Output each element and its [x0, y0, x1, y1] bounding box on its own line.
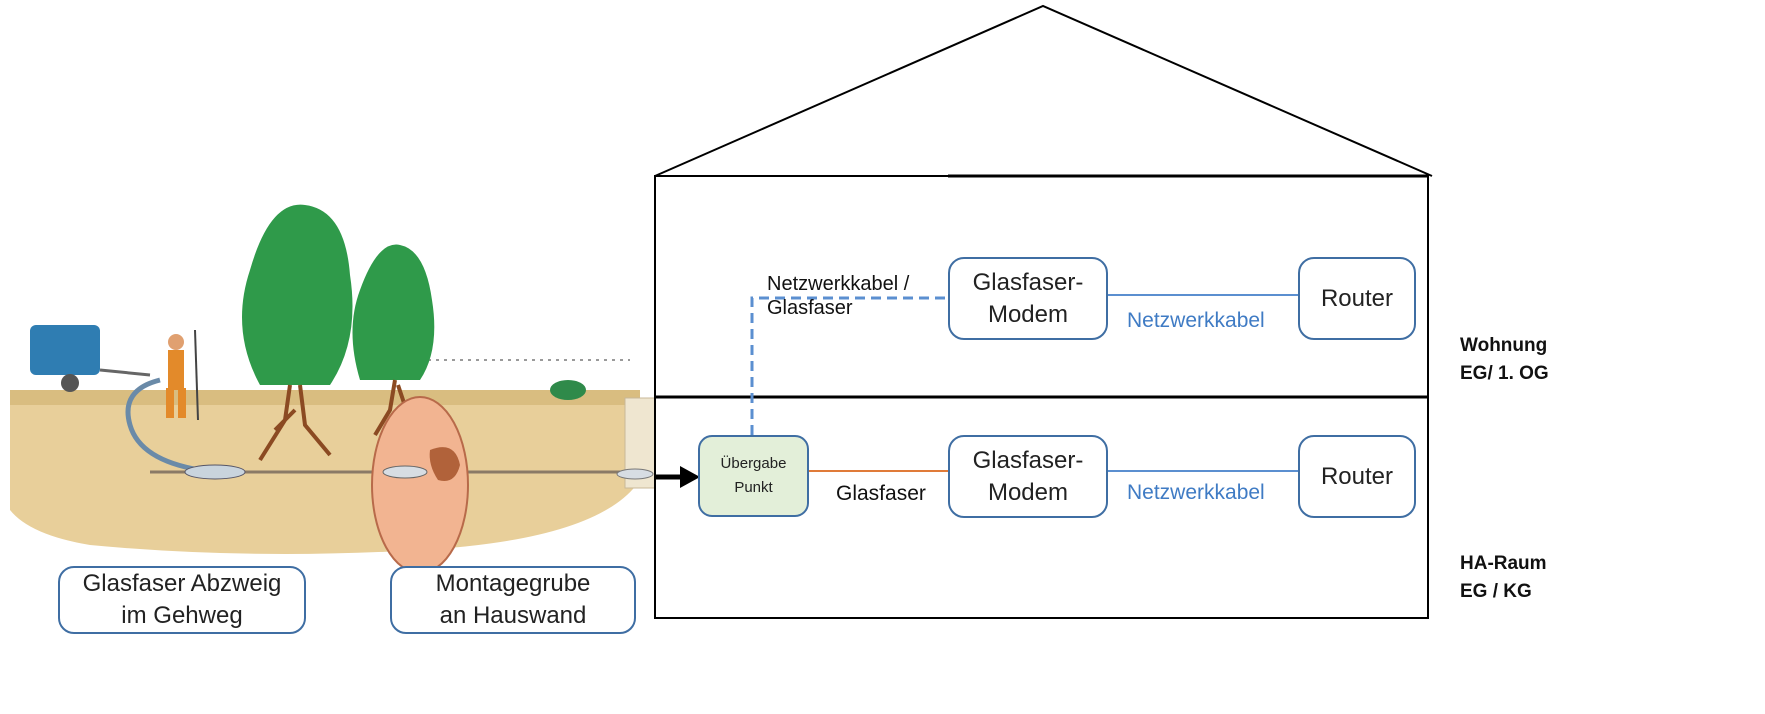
lower-floor-side-label: HA-Raum EG / KG: [1460, 553, 1547, 602]
entry-arrow-icon: [655, 466, 700, 488]
upper-router-label: Router: [1320, 284, 1394, 312]
upper-modem-box: Glasfaser- Modem: [948, 257, 1108, 340]
lower-link-label: Netzwerkkabel: [1127, 481, 1265, 504]
lower-modem-label: Glasfaser- Modem: [972, 446, 1084, 506]
cable-trailer-icon: [30, 325, 151, 392]
fiber-branch-box: Glasfaser Abzweig im Gehweg: [58, 566, 306, 634]
upper-cable-label: Netzwerkkabel / Glasfaser: [767, 273, 910, 319]
handover-point-box: Übergabe Punkt: [698, 435, 809, 517]
assembly-pit-label: Montagegrube an Hauswand: [435, 570, 591, 629]
installation-illustration: [0, 180, 740, 620]
upper-link-label: Netzwerkkabel: [1127, 309, 1265, 332]
upper-floor-side-label: Wohnung EG/ 1. OG: [1460, 335, 1549, 384]
fiber-branch-label: Glasfaser Abzweig im Gehweg: [82, 570, 282, 629]
fiber-label: Glasfaser: [836, 482, 926, 505]
lower-modem-box: Glasfaser- Modem: [948, 435, 1108, 518]
tree-icon: [242, 204, 353, 462]
house-roof: [654, 4, 1433, 177]
upper-modem-label: Glasfaser- Modem: [972, 268, 1084, 328]
assembly-pit-icon: [371, 396, 469, 574]
lower-router-box: Router: [1298, 435, 1416, 518]
worker-icon: [166, 329, 199, 421]
riser-cable-line: [750, 296, 948, 435]
assembly-pit-box: Montagegrube an Hauswand: [390, 566, 636, 634]
upper-router-box: Router: [1298, 257, 1416, 340]
bush-icon: [550, 380, 586, 400]
handover-point-label: Übergabe Punkt: [720, 455, 787, 496]
lower-router-label: Router: [1320, 462, 1394, 490]
